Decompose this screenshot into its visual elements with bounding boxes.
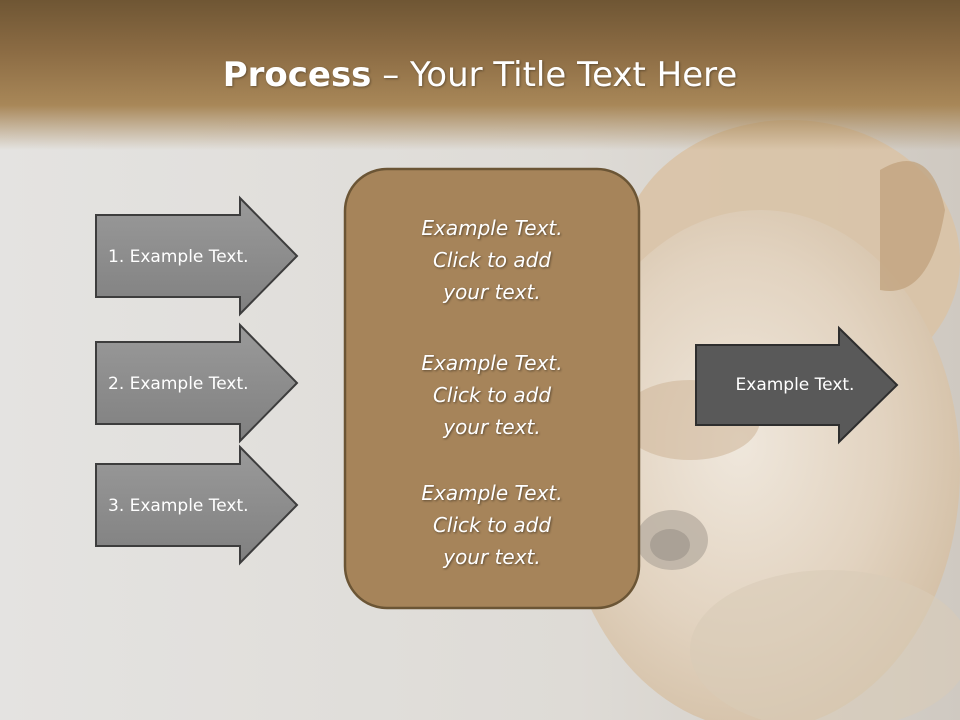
input-arrow-3[interactable]: 3. Example Text. xyxy=(95,444,299,566)
center-item-1: Example Text. Click to add your text. xyxy=(346,212,638,308)
input-arrow-1-shape xyxy=(95,195,299,317)
center-item-2-line3: your text. xyxy=(443,415,541,439)
output-arrow-shape xyxy=(695,325,899,445)
title-band xyxy=(0,0,960,150)
center-box[interactable] xyxy=(343,167,641,610)
input-arrow-1-label: 1. Example Text. xyxy=(108,247,249,267)
input-arrow-1[interactable]: 1. Example Text. xyxy=(95,195,299,317)
slide-title-bold: Process xyxy=(222,55,372,95)
input-arrow-2-label: 2. Example Text. xyxy=(108,374,249,394)
center-item-2: Example Text. Click to add your text. xyxy=(346,347,638,443)
slide-title-rest: – Your Title Text Here xyxy=(371,55,738,95)
center-item-2-line1: Example Text. xyxy=(421,351,563,375)
center-item-3-line3: your text. xyxy=(443,545,541,569)
slide-title: Process – Your Title Text Here xyxy=(0,52,960,98)
center-item-2-line2: Click to add xyxy=(432,383,552,407)
center-item-1-line1: Example Text. xyxy=(421,216,563,240)
input-arrow-2[interactable]: 2. Example Text. xyxy=(95,322,299,444)
input-arrow-2-shape xyxy=(95,322,299,444)
output-arrow[interactable]: Example Text. xyxy=(695,325,899,445)
input-arrow-3-label: 3. Example Text. xyxy=(108,496,249,516)
center-item-3-line2: Click to add xyxy=(432,513,552,537)
output-arrow-label: Example Text. xyxy=(736,375,855,395)
center-item-1-line2: Click to add xyxy=(432,248,552,272)
center-item-1-line3: your text. xyxy=(443,280,541,304)
center-item-3-line1: Example Text. xyxy=(421,481,563,505)
input-arrow-3-shape xyxy=(95,444,299,566)
center-item-3: Example Text. Click to add your text. xyxy=(346,477,638,573)
